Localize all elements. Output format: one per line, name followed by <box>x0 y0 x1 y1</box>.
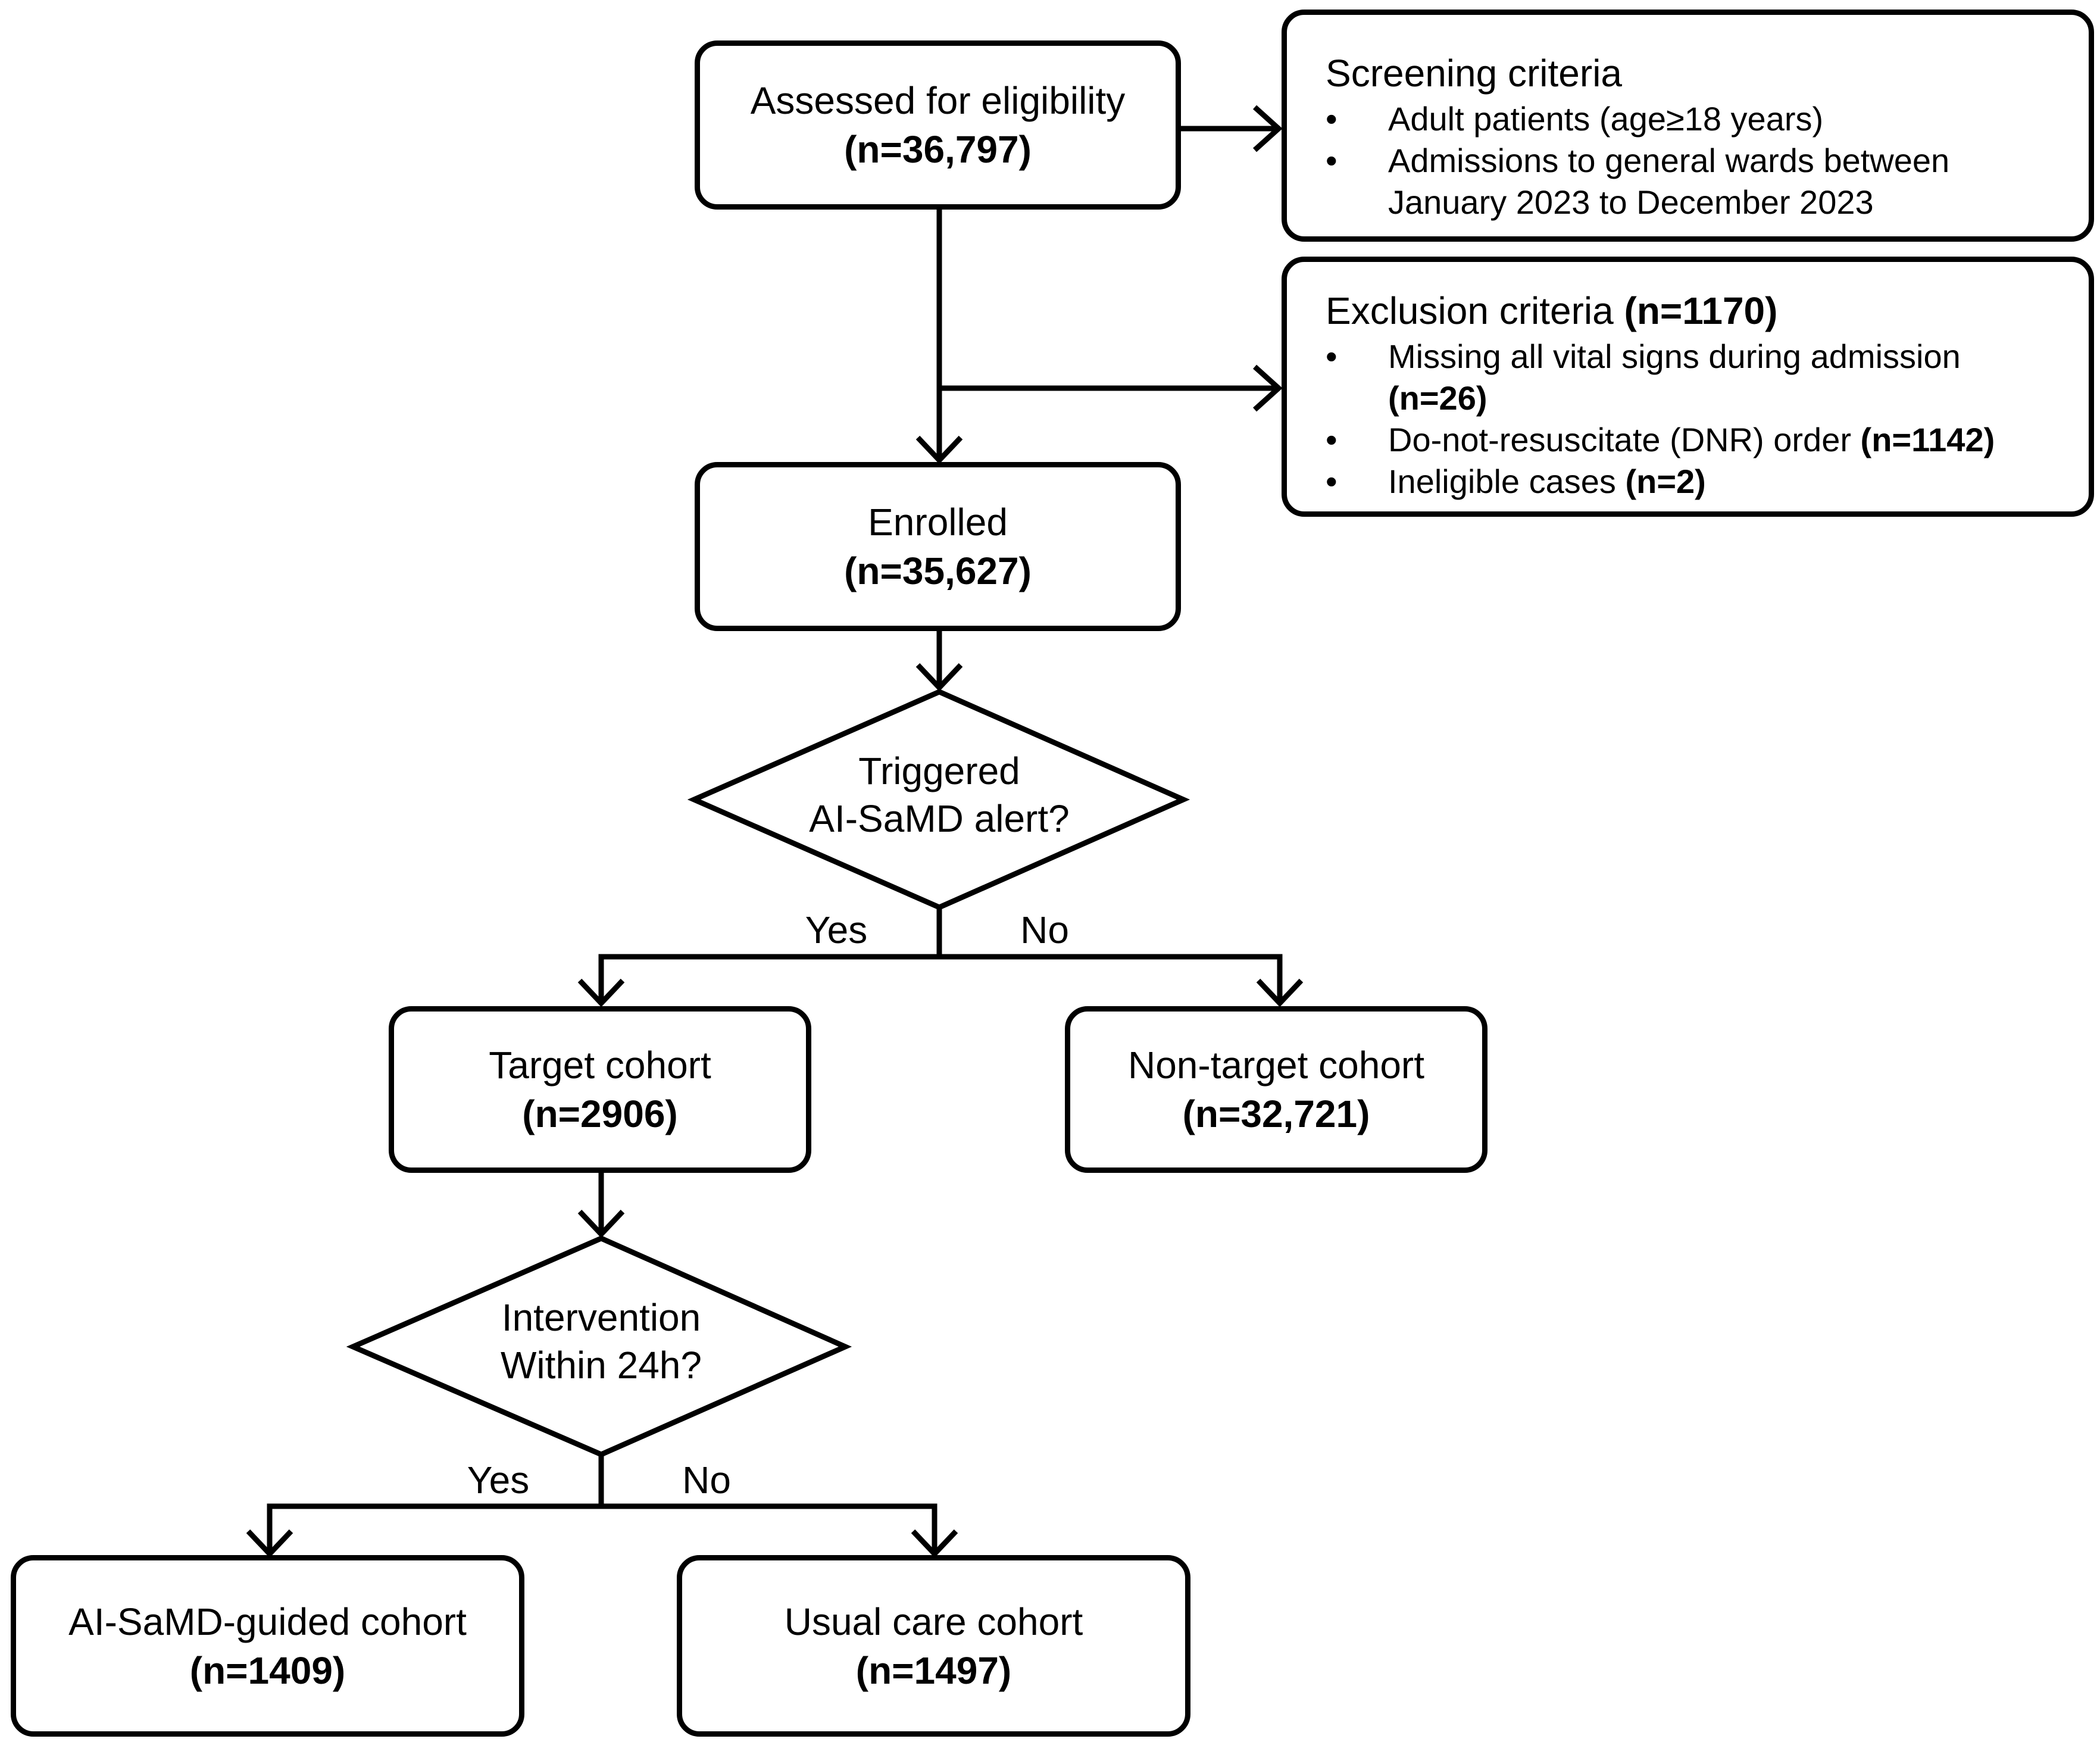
exclusion-title-count: (n=1170) <box>1624 289 1778 332</box>
nontarget-title: Non-target cohort <box>1127 1044 1425 1087</box>
triggered-diamond-shape <box>687 689 1190 910</box>
arrowhead-usual <box>911 1529 958 1558</box>
triggered-line2: AI-SaMD alert? <box>809 797 1070 840</box>
exclusion-item: • Do-not-resuscitate (DNR) order (n=1142… <box>1326 419 2053 461</box>
arrowhead-target <box>577 978 625 1007</box>
intervention-yes-label: Yes <box>467 1459 530 1501</box>
nontarget-cohort-box: Non-target cohort (n=32,721) <box>1065 1006 1488 1173</box>
bullet-icon: • <box>1326 421 1338 458</box>
intervention-line1: Intervention <box>501 1296 701 1339</box>
exclusion-item-count: (n=2) <box>1625 463 1706 500</box>
screening-criteria-box: Screening criteria • Adult patients (age… <box>1282 10 2094 242</box>
exclusion-item: • Missing all vital signs during admissi… <box>1326 336 2053 419</box>
assessed-title: Assessed for eligibility <box>750 79 1126 122</box>
screening-item: • Adult patients (age≥18 years) <box>1326 98 2053 140</box>
arrowhead-enrolled <box>915 435 963 464</box>
bullet-icon: • <box>1326 142 1338 179</box>
intervention-line2: Within 24h? <box>501 1344 702 1387</box>
triggered-line1: Triggered <box>858 750 1020 792</box>
exclusion-item-count: (n=1142) <box>1860 421 1995 458</box>
assessed-count: (n=36,797) <box>844 128 1032 171</box>
arrowhead-triggered <box>915 663 963 692</box>
guided-title: AI-SaMD-guided cohort <box>68 1600 467 1643</box>
bullet-icon: • <box>1326 100 1338 138</box>
intervention-decision-label: Intervention Within 24h? <box>423 1294 780 1389</box>
exclusion-item-count: (n=26) <box>1388 379 1488 417</box>
enrolled-count: (n=35,627) <box>844 550 1032 592</box>
screening-item-text: Adult patients (age≥18 years) <box>1388 100 1824 138</box>
target-count: (n=2906) <box>522 1092 678 1135</box>
connector-intervention-yes <box>267 1503 601 1552</box>
exclusion-item-text: Do-not-resuscitate (DNR) order <box>1388 421 1851 458</box>
triggered-decision-label: Triggered AI-SaMD alert? <box>761 747 1118 842</box>
bullet-icon: • <box>1326 338 1338 375</box>
usual-care-cohort-box: Usual care cohort (n=1497) <box>677 1555 1190 1737</box>
enrolled-box: Enrolled (n=35,627) <box>695 462 1181 631</box>
exclusion-item-text: Missing all vital signs during admission <box>1388 338 1961 375</box>
exclusion-criteria-box: Exclusion criteria (n=1170) • Missing al… <box>1282 257 2094 517</box>
guided-count: (n=1409) <box>189 1649 346 1692</box>
connector-intervention-no <box>601 1503 938 1552</box>
exclusion-title-text: Exclusion criteria <box>1326 289 1614 332</box>
exclusion-title: Exclusion criteria (n=1170) <box>1326 287 2053 335</box>
intervention-diamond-shape <box>346 1235 852 1457</box>
connector-triggered-no <box>939 954 1283 1001</box>
arrowhead-exclusion <box>1252 364 1283 412</box>
usual-title: Usual care cohort <box>784 1600 1083 1643</box>
arrowhead-nontarget <box>1256 978 1304 1007</box>
guided-cohort-box: AI-SaMD-guided cohort (n=1409) <box>11 1555 524 1737</box>
screening-item: • Admissions to general wards between Ja… <box>1326 140 2007 223</box>
usual-count: (n=1497) <box>855 1649 1012 1692</box>
exclusion-item-text: Ineligible cases <box>1388 463 1616 500</box>
screening-item-text: Admissions to general wards between Janu… <box>1388 142 1950 221</box>
assessed-box: Assessed for eligibility (n=36,797) <box>695 40 1181 210</box>
target-cohort-box: Target cohort (n=2906) <box>389 1006 811 1173</box>
alert-yes-label: Yes <box>805 909 868 951</box>
screening-title: Screening criteria <box>1326 52 1622 95</box>
enrolled-title: Enrolled <box>868 501 1008 544</box>
alert-no-label: No <box>1020 909 1069 951</box>
exclusion-item: • Ineligible cases (n=2) <box>1326 461 2053 502</box>
arrowhead-guided <box>246 1529 293 1558</box>
bullet-icon: • <box>1326 463 1338 500</box>
nontarget-count: (n=32,721) <box>1182 1092 1370 1135</box>
arrowhead-screening <box>1252 105 1283 152</box>
arrowhead-intervention <box>577 1209 625 1238</box>
connector-triggered-yes <box>598 954 939 1001</box>
intervention-no-label: No <box>682 1459 731 1501</box>
target-title: Target cohort <box>489 1044 711 1087</box>
